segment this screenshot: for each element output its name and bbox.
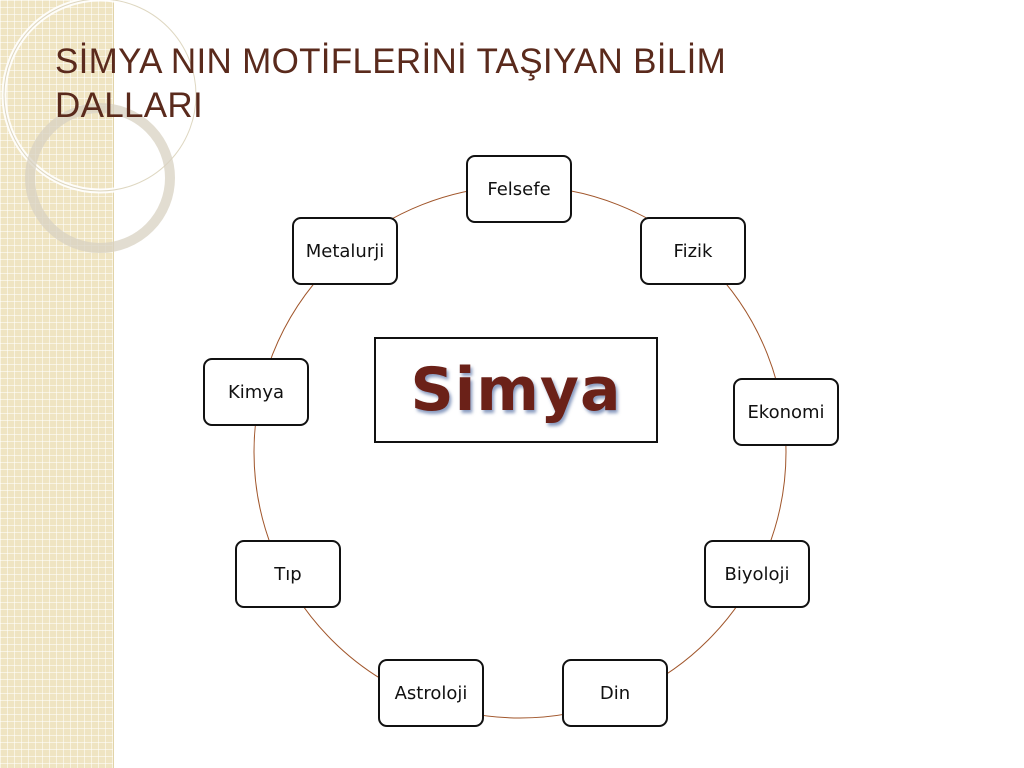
- slide-title: SİMYA NIN MOTİFLERİNİ TAŞIYAN BİLİM DALL…: [55, 42, 727, 125]
- node-din: Din: [562, 659, 668, 727]
- node-felsefe: Felsefe: [466, 155, 572, 223]
- node-fizik: Fizik: [640, 217, 746, 285]
- node-astroloji: Astroloji: [378, 659, 484, 727]
- node-tip: Tıp: [235, 540, 341, 608]
- node-metalurji: Metalurji: [292, 217, 398, 285]
- node-ekonomi: Ekonomi: [733, 378, 839, 446]
- decorative-circles: [1, 0, 199, 253]
- node-kimya: Kimya: [203, 358, 309, 426]
- center-node: Simya: [374, 337, 658, 443]
- node-biyoloji: Biyoloji: [704, 540, 810, 608]
- center-node-label: Simya: [410, 355, 622, 425]
